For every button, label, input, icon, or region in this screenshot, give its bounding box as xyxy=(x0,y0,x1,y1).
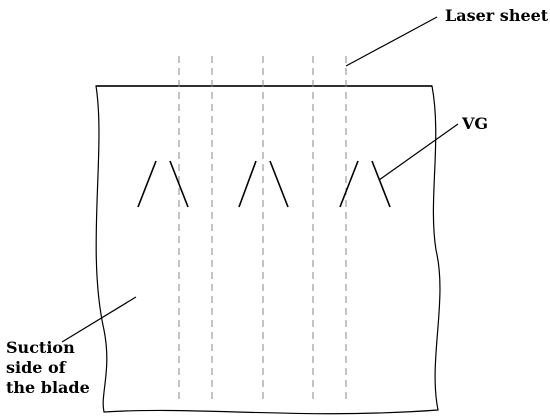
dashed-lines xyxy=(178,56,347,400)
laser-sheet-leader xyxy=(345,16,438,67)
suction-side-leader xyxy=(61,296,137,343)
suction-label-line: Suction xyxy=(6,338,75,357)
suction-side-label: Suction side of the blade xyxy=(6,338,90,398)
vg-vane xyxy=(169,160,189,208)
suction-label-line: side of xyxy=(6,358,66,377)
suction-label-line: the blade xyxy=(6,378,90,397)
vg-vane xyxy=(339,160,359,208)
laser-sheet-label: Laser sheet xyxy=(445,6,549,25)
vg-vane xyxy=(371,160,391,208)
vg-leader xyxy=(378,123,459,181)
vg-vane xyxy=(238,160,257,208)
vg-vane xyxy=(137,160,157,208)
blade-outline xyxy=(95,85,441,415)
vg-vane xyxy=(269,160,289,208)
vg-label: VG xyxy=(462,114,489,133)
vortex-generators xyxy=(137,160,391,208)
